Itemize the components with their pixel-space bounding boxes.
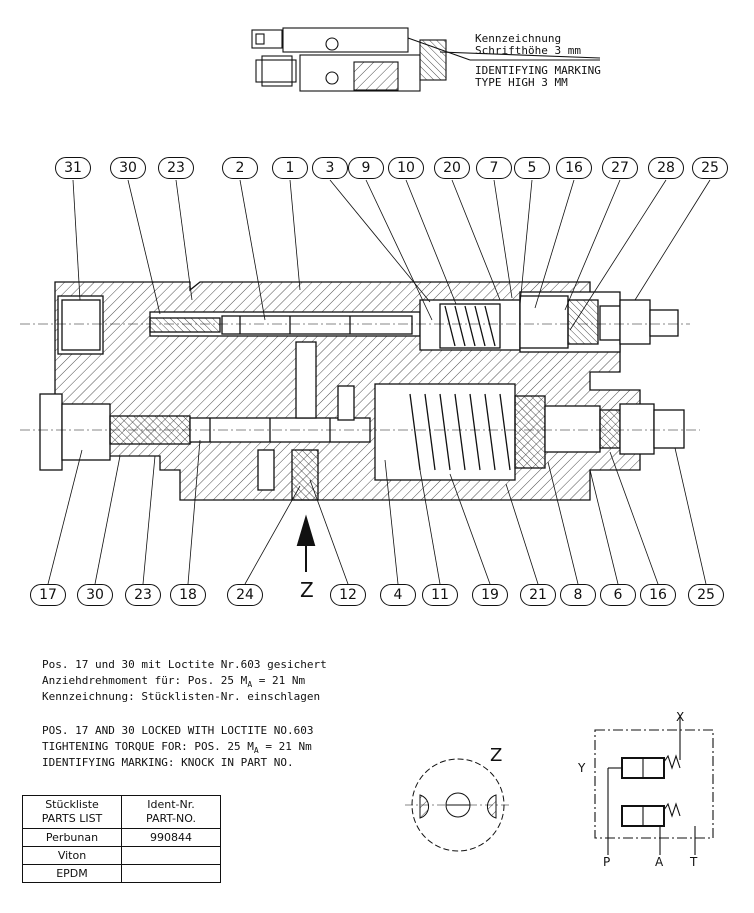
material-cell: EPDM bbox=[22, 864, 122, 883]
material-cell: Viton bbox=[22, 846, 122, 865]
callout: 3 bbox=[312, 157, 348, 179]
callout: 25 bbox=[692, 157, 728, 179]
callout: 8 bbox=[560, 584, 596, 606]
callout: 20 bbox=[434, 157, 470, 179]
callout: 27 bbox=[602, 157, 638, 179]
note-de-3: Kennzeichnung: Stücklisten-Nr. einschlag… bbox=[42, 690, 321, 703]
port-label-x: X bbox=[676, 710, 685, 724]
port-label-p: P bbox=[603, 855, 611, 869]
parts-list-header-col2: Ident-Nr.PART-NO. bbox=[121, 795, 221, 829]
callout: 5 bbox=[514, 157, 550, 179]
view-label-detail: Z bbox=[490, 745, 503, 766]
callout: 17 bbox=[30, 584, 66, 606]
note-en-2: TIGHTENING TORQUE FOR: POS. 25 MA = 21 N… bbox=[42, 740, 312, 756]
header-note-en-1: IDENTIFYING MARKING bbox=[475, 64, 601, 77]
material-cell: Perbunan bbox=[22, 828, 122, 847]
port-label-a: A bbox=[655, 855, 664, 869]
callout: 21 bbox=[520, 584, 556, 606]
callout: 6 bbox=[600, 584, 636, 606]
callout: 23 bbox=[125, 584, 161, 606]
callout: 19 bbox=[472, 584, 508, 606]
callout: 16 bbox=[556, 157, 592, 179]
callout: 2 bbox=[222, 157, 258, 179]
callout: 18 bbox=[170, 584, 206, 606]
hydraulic-schematic bbox=[594, 716, 714, 855]
header-note-de-1: Kennzeichnung bbox=[475, 32, 562, 45]
part-no-cell: 990844 bbox=[121, 828, 221, 847]
callout: 30 bbox=[110, 157, 146, 179]
valve-body-section bbox=[20, 281, 700, 501]
callout: 7 bbox=[476, 157, 512, 179]
table-row: Perbunan 990844 bbox=[22, 828, 221, 847]
callout: 12 bbox=[330, 584, 366, 606]
leader-lines bbox=[47, 179, 711, 585]
port-label-y: Y bbox=[578, 761, 586, 775]
top-view bbox=[251, 27, 601, 92]
callout: 28 bbox=[648, 157, 684, 179]
callout: 11 bbox=[422, 584, 458, 606]
callout: 30 bbox=[77, 584, 113, 606]
callout: 16 bbox=[640, 584, 676, 606]
header-note-en-2: TYPE HIGH 3 MM bbox=[475, 76, 568, 89]
view-arrow bbox=[296, 514, 316, 572]
callout: 23 bbox=[158, 157, 194, 179]
detail-view-z bbox=[405, 758, 512, 852]
part-no-cell bbox=[121, 846, 221, 865]
header-note-de-2: Schrifthöhe 3 mm bbox=[475, 44, 581, 57]
callout: 4 bbox=[380, 584, 416, 606]
note-de-2: Anziehdrehmoment für: Pos. 25 MA = 21 Nm bbox=[42, 674, 306, 690]
callout: 10 bbox=[388, 157, 424, 179]
table-row: Viton bbox=[22, 846, 221, 865]
callout: 9 bbox=[348, 157, 384, 179]
view-label-arrow: Z bbox=[300, 578, 314, 602]
table-row: EPDM bbox=[22, 864, 221, 883]
note-en-1: POS. 17 AND 30 LOCKED WITH LOCTITE NO.60… bbox=[42, 724, 314, 737]
callout: 24 bbox=[227, 584, 263, 606]
callout: 31 bbox=[55, 157, 91, 179]
note-en-3: IDENTIFYING MARKING: KNOCK IN PART NO. bbox=[42, 756, 294, 769]
part-no-cell bbox=[121, 864, 221, 883]
port-label-t: T bbox=[690, 855, 698, 869]
callout: 25 bbox=[688, 584, 724, 606]
callout: 1 bbox=[272, 157, 308, 179]
note-de-1: Pos. 17 und 30 mit Loctite Nr.603 gesich… bbox=[42, 658, 327, 671]
